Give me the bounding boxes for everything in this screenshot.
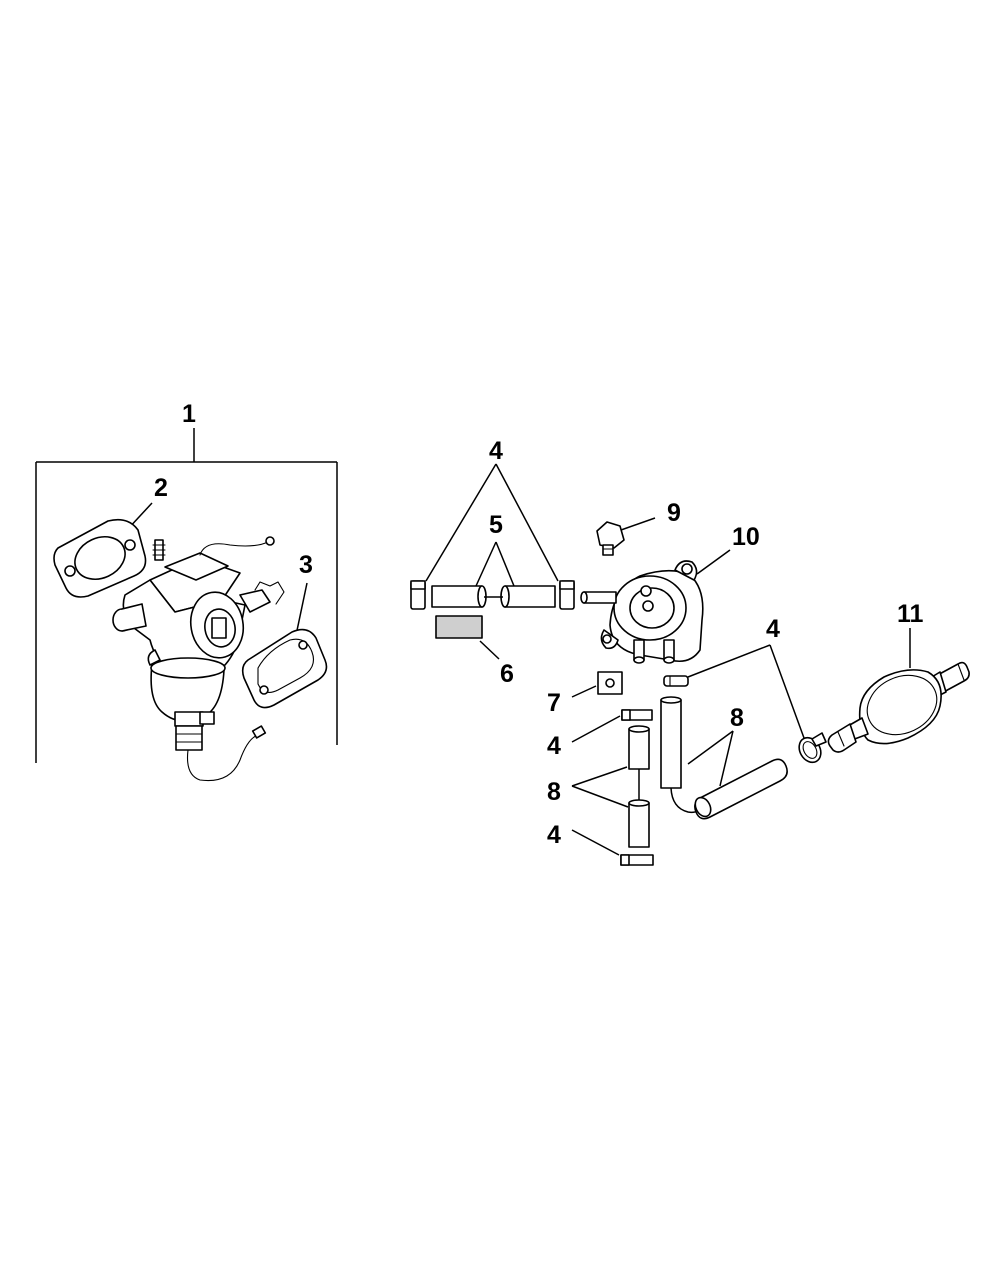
callout-10: 10	[732, 523, 760, 551]
fuel-filter-part-11	[827, 661, 970, 753]
callout-4-clamp: 4	[547, 732, 561, 760]
callout-8-left: 8	[547, 778, 561, 806]
callout-7: 7	[547, 689, 561, 717]
callout-2: 2	[154, 474, 168, 502]
clamp-part-4-left	[410, 580, 426, 610]
clamp-part-4-pump	[663, 675, 689, 687]
gasket-part-2	[53, 518, 147, 598]
carburetor-part-1	[112, 536, 285, 782]
callout-6: 6	[500, 660, 514, 688]
hose-part-5	[431, 585, 556, 608]
callout-4-top: 4	[489, 437, 503, 465]
callout-5: 5	[489, 511, 503, 539]
callout-1: 1	[182, 400, 196, 428]
hose-part-8-vertical-lower	[628, 769, 650, 848]
callout-9: 9	[667, 499, 681, 527]
callout-3: 3	[299, 551, 313, 579]
clamp-part-4-upper	[621, 709, 653, 721]
callout-8-right: 8	[730, 704, 744, 732]
fitting-part-9	[596, 521, 625, 556]
callout-4-bottom: 4	[547, 821, 561, 849]
hose-part-8-vertical-upper	[628, 725, 650, 770]
clamp-part-4-lower	[620, 854, 654, 866]
gasket-part-3	[241, 628, 328, 709]
kit-bracket	[35, 428, 338, 763]
callout-11: 11	[897, 600, 924, 628]
spring-clamp-part-4	[798, 732, 827, 764]
hose-part-8-tall	[660, 696, 705, 814]
fuel-pump-part-10	[580, 560, 704, 664]
block-part-7	[597, 671, 623, 695]
clamp-part-4-right	[559, 580, 575, 610]
filter-screen-part-6	[435, 615, 483, 639]
leader-lines	[126, 463, 911, 856]
callout-4-right: 4	[766, 615, 780, 643]
hose-part-8-angled	[694, 758, 788, 820]
